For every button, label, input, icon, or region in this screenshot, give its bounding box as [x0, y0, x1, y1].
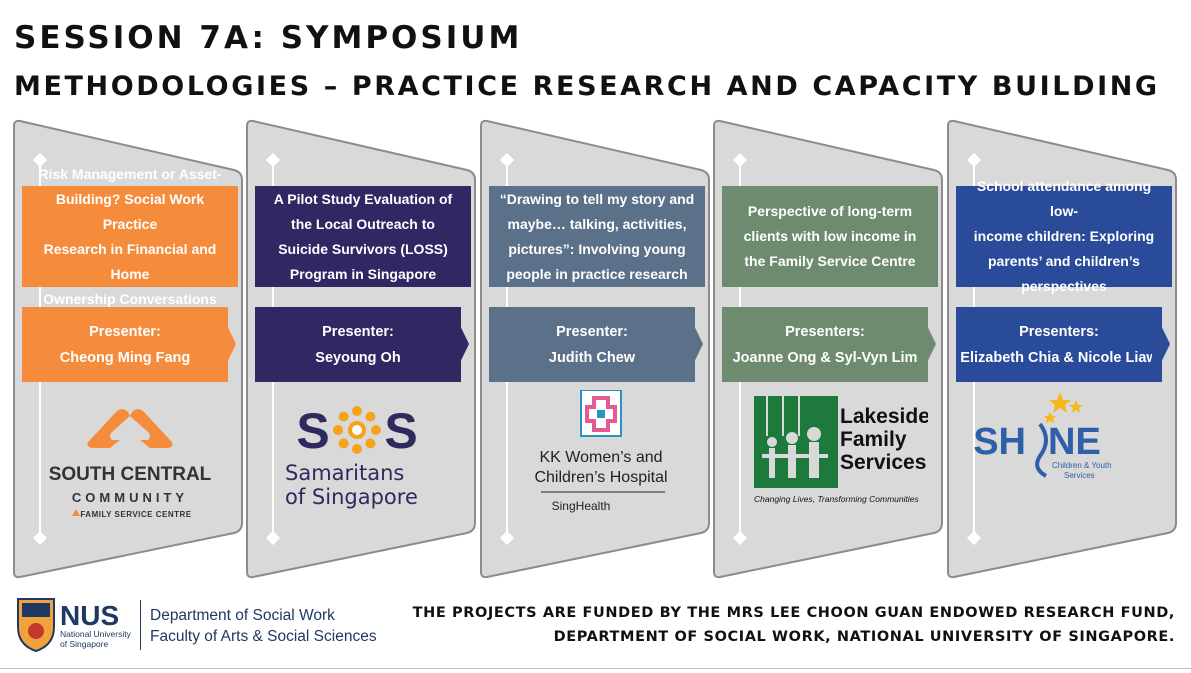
session-title: SESSION 7A: SYMPOSIUM — [14, 20, 523, 56]
logo-text-3: FAMILY SERVICE CENTRE — [80, 510, 191, 519]
logo-text-2: Services — [1064, 471, 1095, 480]
funding-line-1: THE PROJECTS ARE FUNDED BY THE MRS LEE C… — [412, 605, 1175, 621]
south-central-logo: SOUTH CENTRAL COMMUNITY FAMILY SERVICE C… — [32, 390, 228, 530]
presenter-arrow: Presenter: Cheong Ming Fang — [22, 307, 228, 382]
family-icon — [762, 396, 828, 478]
presenter-arrow: Presenter: Seyoung Oh — [255, 307, 461, 382]
bottom-divider — [0, 668, 1191, 669]
presenter-names: Joanne Ong & Syl-Vyn Lim — [732, 349, 918, 366]
presenter-names: Elizabeth Chia & Nicole Liaw — [960, 349, 1158, 366]
presenter-label: Presenters: — [785, 323, 865, 340]
logo-tagline: Changing Lives, Transforming Communities — [754, 494, 919, 504]
sun-icon — [333, 406, 381, 454]
department-line-2: Faculty of Arts & Social Sciences — [150, 628, 377, 645]
arrow-tip — [685, 307, 703, 381]
presenter-arrow: Presenters: Joanne Ong & Syl-Vyn Lim — [722, 307, 928, 382]
project-card-1: Risk Management or Asset-Building? Socia… — [12, 118, 244, 580]
session-subtitle: METHODOLOGIES – PRACTICE RESEARCH AND CA… — [14, 71, 1160, 102]
logo-mark-left: S — [296, 403, 329, 459]
presenter-names: Seyoung Oh — [315, 349, 401, 366]
shine-logo: SH NE Children & Youth Services — [966, 390, 1162, 530]
logo-text-1: KK Women’s and — [539, 449, 662, 466]
logo-text-1: Lakeside — [840, 405, 928, 428]
kkh-mark: KK Women’s and Children’s Hospital SingH… — [534, 389, 668, 513]
arrow-tip — [218, 307, 236, 381]
stars-icon — [1044, 392, 1083, 423]
nus-sub-1: National University — [60, 629, 132, 639]
figure-icon — [1035, 422, 1048, 478]
logo-mark-right: S — [384, 403, 417, 459]
nus-wordmark: NUS — [60, 600, 119, 631]
funding-line-2: DEPARTMENT OF SOCIAL WORK, NATIONAL UNIV… — [553, 629, 1175, 645]
nus-logo: NUS National University of Singapore — [14, 597, 394, 653]
hands-icon: SOUTH CENTRAL COMMUNITY FAMILY SERVICE C… — [49, 409, 212, 519]
presenter-label: Presenter: — [322, 323, 394, 340]
samaritans-logo: S S Samaritans of Singapore — [265, 390, 461, 530]
presenter-names: Judith Chew — [548, 349, 636, 366]
arrow-tip — [451, 307, 469, 381]
logo-text-1: Children & Youth — [1052, 461, 1112, 470]
logo-text-3: SingHealth — [552, 499, 611, 513]
footer-divider — [140, 600, 141, 650]
shine-mark: SH NE Children & Youth Services — [973, 392, 1112, 480]
presenter-label: Presenter: — [89, 323, 161, 340]
logo-text-2: Children’s Hospital — [534, 469, 667, 486]
presenter-label: Presenter: — [556, 323, 628, 340]
presenter-label: Presenters: — [1019, 323, 1099, 340]
funding-note: THE PROJECTS ARE FUNDED BY THE MRS LEE C… — [413, 601, 1175, 649]
kkh-logo: KK Women’s and Children’s Hospital SingH… — [499, 389, 695, 530]
presenter-arrow: Presenter: Judith Chew — [489, 307, 695, 382]
cross-icon — [585, 396, 617, 432]
department-line-1: Department of Social Work — [150, 607, 335, 624]
logo-text-2: Family — [840, 428, 907, 451]
logo-text-3: Services — [840, 451, 926, 474]
nus-crest-icon: NUS National University of Singapore — [17, 598, 132, 653]
logo-word-left: SH — [973, 421, 1026, 463]
presenter-names: Cheong Ming Fang — [59, 349, 191, 366]
nus-sub-2: of Singapore — [60, 639, 108, 649]
arrow-tip — [918, 307, 936, 381]
arrow-tip — [1152, 307, 1170, 381]
logo-text-2: COMMUNITY — [72, 490, 188, 505]
project-card-5: School attendance among low-income child… — [946, 118, 1178, 580]
department-text: Department of Social Work Faculty of Art… — [150, 605, 377, 647]
logo-text-1: SOUTH CENTRAL — [49, 464, 212, 485]
logo-text-1: Samaritans — [285, 461, 404, 485]
logo-text-2: of Singapore — [285, 485, 418, 509]
lakeside-mark: Lakeside Family Services Changing Lives,… — [754, 396, 930, 504]
logo-word-right: NE — [1048, 421, 1101, 463]
project-topic: School attendance among low-income child… — [956, 178, 1172, 294]
samaritans-mark: S S Samaritans of Singapore — [285, 403, 418, 509]
lakeside-logo: Lakeside Family Services Changing Lives,… — [732, 390, 930, 530]
presenter-arrow: Presenters: Elizabeth Chia & Nicole Liaw — [956, 307, 1162, 382]
project-topic: Risk Management or Asset-Building? Socia… — [22, 166, 238, 307]
